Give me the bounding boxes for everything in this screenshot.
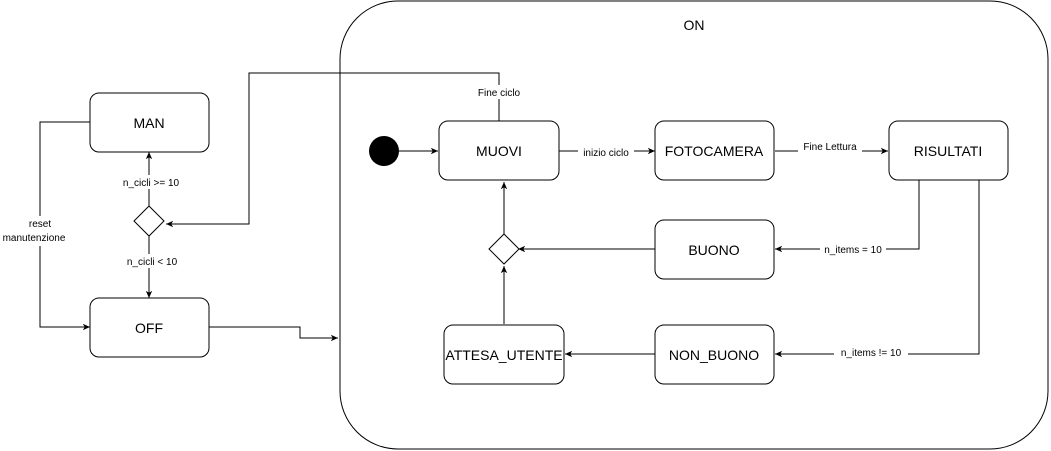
state-muovi-label: MUOVI [476, 143, 522, 159]
choice-diamond-inner [488, 233, 520, 265]
state-off: OFF [89, 297, 210, 358]
edge-label-n-items-eq-10: n_items = 10 [824, 245, 882, 256]
edge-label-reset: reset [29, 219, 51, 230]
edge-label-n-items-ne-10: n_items != 10 [841, 348, 902, 359]
state-risultati-label: RISULTATI [914, 143, 982, 159]
state-fotocamera-label: FOTOCAMERA [665, 143, 764, 159]
state-man-label: MAN [133, 115, 164, 131]
choice-diamond-left [133, 205, 165, 237]
state-attesa-utente-label: ATTESA_UTENTE [445, 347, 562, 363]
edge-label-n-cicli-ge-10: n_cicli >= 10 [123, 178, 180, 189]
edge-label-manutenzione: manutenzione [3, 233, 66, 244]
state-muovi: MUOVI [438, 120, 560, 181]
state-non-buono-label: NON_BUONO [669, 347, 759, 363]
state-buono-label: BUONO [688, 242, 739, 258]
on-container-label: ON [684, 17, 705, 33]
edge-label-inizio-ciclo: inizio ciclo [583, 148, 629, 159]
edge-off-to-on [209, 326, 338, 342]
initial-state-dot [369, 136, 399, 166]
edge-label-fine-lettura: Fine Lettura [803, 142, 857, 153]
state-risultati: RISULTATI [888, 120, 1009, 181]
state-fotocamera: FOTOCAMERA [654, 120, 775, 181]
edge-label-fine-ciclo: Fine ciclo [478, 88, 521, 99]
state-attesa-utente: ATTESA_UTENTE [443, 324, 565, 385]
state-non-buono: NON_BUONO [654, 324, 775, 385]
state-man: MAN [89, 92, 210, 153]
state-off-label: OFF [135, 320, 163, 336]
state-buono: BUONO [654, 219, 775, 280]
edge-label-n-cicli-lt-10: n_cicli < 10 [127, 257, 178, 268]
